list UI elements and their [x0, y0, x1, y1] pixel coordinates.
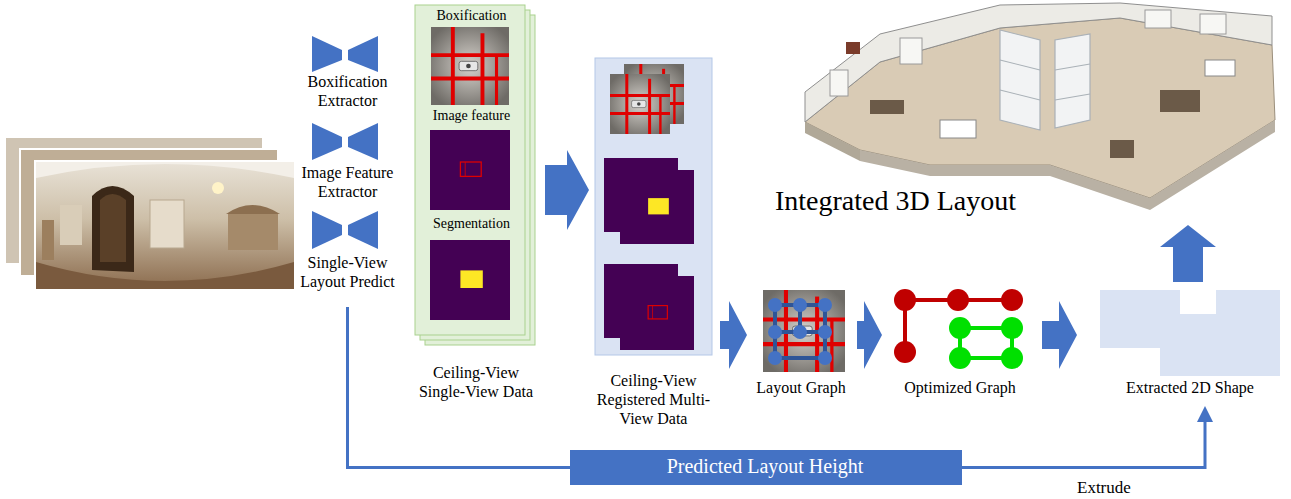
node-label: Ceiling-View Registered Multi-View Data — [592, 371, 715, 429]
block-arrow — [545, 150, 589, 230]
node-label: Extracted 2D Shape — [1095, 378, 1285, 397]
block-arrow-shape — [1160, 225, 1216, 282]
room-3d-render — [805, 3, 1275, 210]
result-box: Integrated 3D Layout — [760, 0, 1285, 222]
encoder-module: Boxification Extractor — [285, 30, 410, 115]
flow-line-path — [962, 420, 1205, 468]
block-arrow — [857, 301, 882, 369]
stage-box: Optimized Graph — [885, 285, 1037, 403]
encoder-decoder-icons — [312, 36, 378, 249]
node-label: Boxification — [415, 8, 528, 25]
stage-box: Extracted 2D Shape — [1095, 285, 1287, 403]
node-label: Image feature — [415, 108, 528, 125]
encoder-module: Image Feature Extractor — [285, 118, 410, 208]
node-label: Layout Graph — [750, 378, 852, 397]
node-label: Ceiling-View Single-View Data — [412, 363, 540, 401]
optimized-graph-image — [894, 289, 1023, 369]
flow-line-path — [348, 307, 571, 468]
arrow-head — [1197, 406, 1213, 422]
flow-line — [348, 307, 571, 468]
block-arrow — [1042, 301, 1077, 369]
layout-graph-image — [763, 290, 845, 372]
block-arrow-shape — [1042, 301, 1077, 369]
block-arrow — [720, 301, 747, 369]
node-label: Integrated 3D Layout — [775, 184, 1075, 218]
node-label: Image Feature Extractor — [291, 163, 404, 201]
multi-view-panel — [595, 58, 712, 355]
node-label: Optimized Graph — [885, 378, 1035, 397]
node-label: Segmentation — [415, 216, 528, 233]
node-label: Single-View Layout Predict — [291, 253, 404, 291]
floorplan-shape — [1100, 290, 1280, 376]
encoder-module: Single-View Layout Predict — [285, 205, 410, 305]
block-arrow-shape — [857, 301, 882, 369]
node-label: Predicted Layout Height — [570, 450, 960, 483]
panorama-stack — [5, 137, 295, 290]
height-band: Predicted Layout Height — [570, 450, 962, 485]
stage-box: Layout Graph — [750, 285, 854, 403]
block-arrow — [1160, 225, 1216, 282]
node-label: Boxification Extractor — [291, 72, 404, 110]
block-arrow-shape — [720, 301, 747, 369]
flow-line — [962, 406, 1213, 468]
single-view-panel — [415, 5, 535, 345]
data-panel: BoxificationImage featureSegmentationCei… — [412, 0, 542, 440]
edge-label: Extrude — [1077, 478, 1131, 498]
block-arrow-shape — [545, 150, 589, 230]
data-panel: Ceiling-View Registered Multi-View Data — [592, 55, 717, 440]
